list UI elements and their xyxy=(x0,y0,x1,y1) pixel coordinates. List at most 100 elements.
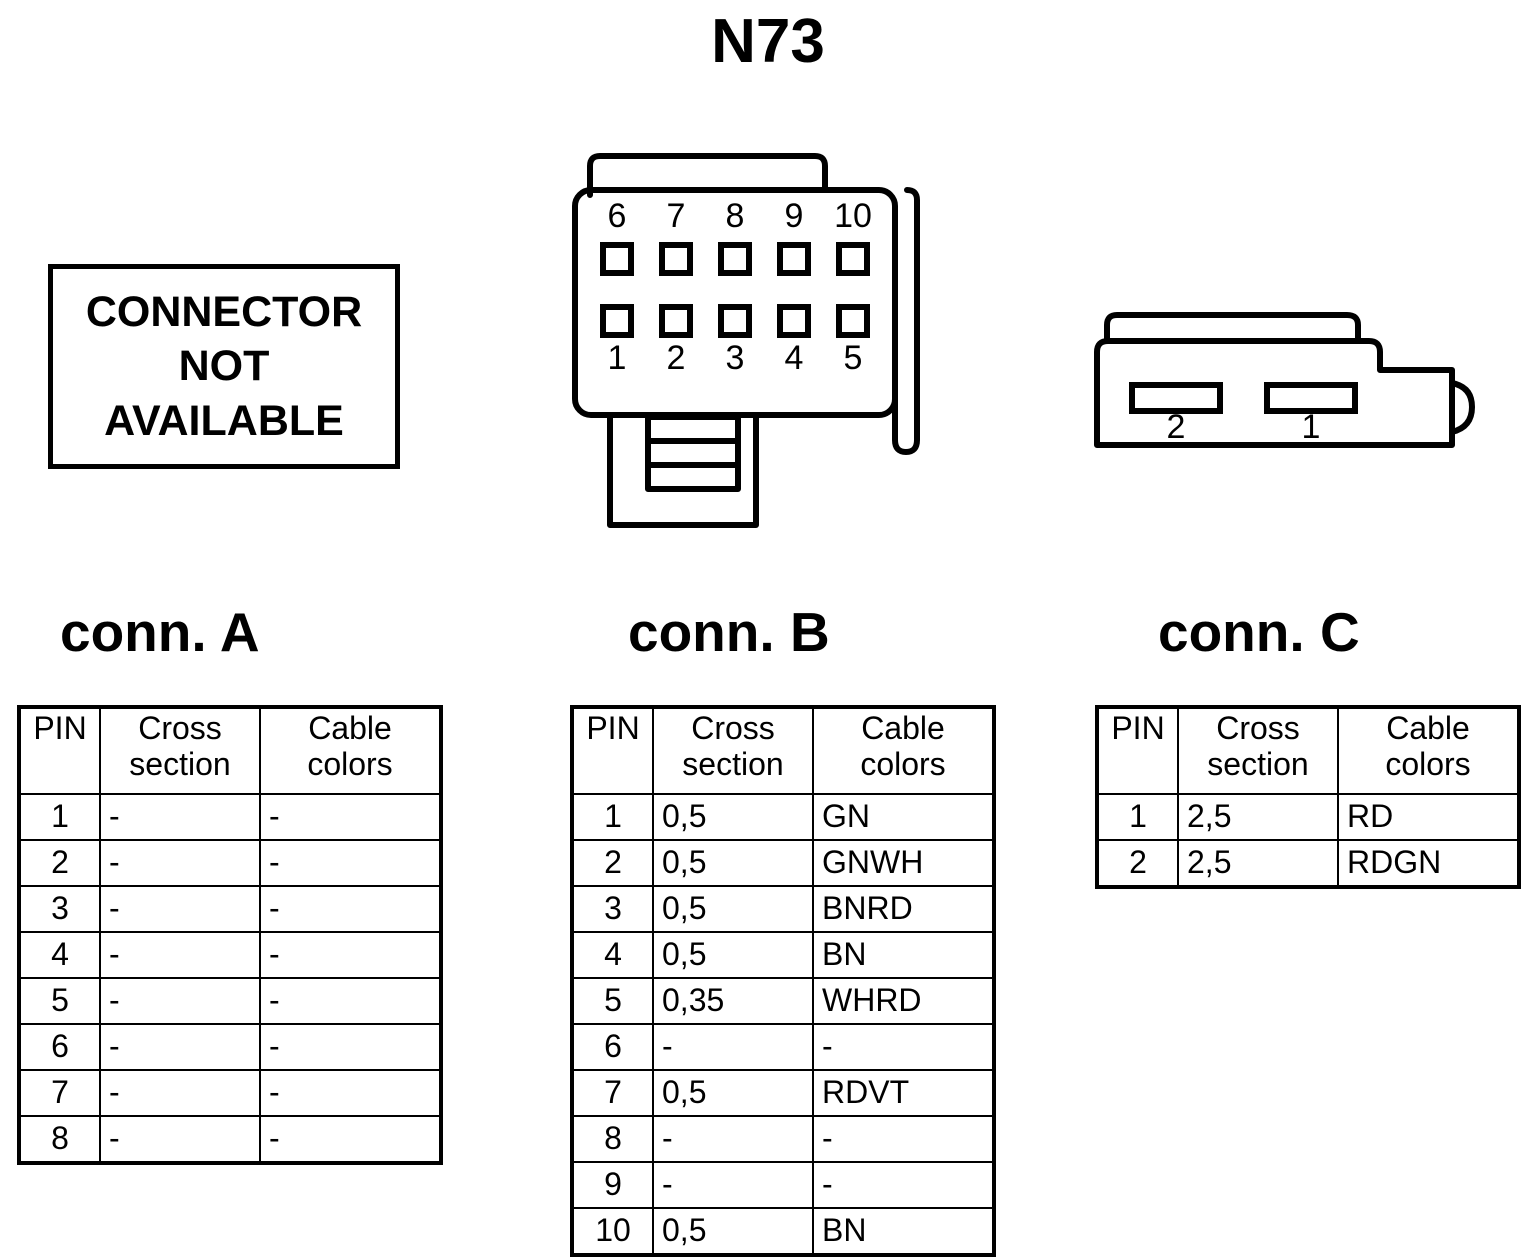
table-row: 5-- xyxy=(18,977,442,1025)
table-row: 4-- xyxy=(18,931,442,979)
column-header-cable-colors: Cable colors xyxy=(1337,706,1520,795)
cell-cross-section: 0,5 xyxy=(652,793,814,841)
cell-pin: 6 xyxy=(571,1023,654,1071)
page-title: N73 xyxy=(711,7,825,76)
cell-cable-colors: - xyxy=(259,1115,442,1164)
not-available-line-1: CONNECTOR xyxy=(85,288,363,337)
cell-cross-section: 2,5 xyxy=(1177,839,1339,888)
column-header-cross-section: Cross section xyxy=(1177,706,1339,795)
connector-b-pin-label-4: 4 xyxy=(784,339,804,377)
connector-b-pin-label-6: 6 xyxy=(607,197,627,235)
cell-cross-section: - xyxy=(652,1161,814,1209)
cell-cable-colors: - xyxy=(259,839,442,887)
connector-b-pin-label-9: 9 xyxy=(784,197,804,235)
cell-cross-section: - xyxy=(99,931,261,979)
connector-b-pin-label-8: 8 xyxy=(725,197,745,235)
cell-cross-section: 0,5 xyxy=(652,931,814,979)
cell-pin: 3 xyxy=(571,885,654,933)
not-available-line-2: NOT xyxy=(178,342,270,391)
cell-cross-section: - xyxy=(652,1023,814,1071)
connector-b-pin-label-2: 2 xyxy=(666,339,686,377)
cell-pin: 4 xyxy=(571,931,654,979)
table-row: 8-- xyxy=(571,1115,995,1163)
table-row: 2-- xyxy=(18,839,442,887)
table-header-row: PIN Cross section Cable colors xyxy=(18,706,442,795)
cell-cross-section: - xyxy=(99,1023,261,1071)
cell-cable-colors: GN xyxy=(812,793,995,841)
cell-cable-colors: - xyxy=(259,977,442,1025)
column-header-cable-colors: Cable colors xyxy=(812,706,995,795)
cell-cross-section: 0,5 xyxy=(652,839,814,887)
cell-cross-section: - xyxy=(99,977,261,1025)
cell-cable-colors: RDGN xyxy=(1337,839,1520,888)
connector-c-pin-label-2: 2 xyxy=(1166,408,1186,446)
cable-colors-line-2: colors xyxy=(860,745,946,782)
cell-pin: 2 xyxy=(1096,839,1179,888)
table-row: 6-- xyxy=(18,1023,442,1071)
cell-pin: 8 xyxy=(571,1115,654,1163)
cross-section-line-1: Cross xyxy=(1216,710,1300,746)
cell-pin: 8 xyxy=(18,1115,101,1164)
cell-cross-section: - xyxy=(99,885,261,933)
cell-pin: 7 xyxy=(571,1069,654,1117)
cell-pin: 2 xyxy=(571,839,654,887)
connector-c-pin-label-1: 1 xyxy=(1301,408,1321,446)
cell-cable-colors: - xyxy=(259,885,442,933)
column-header-pin: PIN xyxy=(18,706,101,795)
cross-section-line-2: section xyxy=(682,745,784,782)
connector-b-pin-label-7: 7 xyxy=(666,197,686,235)
cell-cable-colors: - xyxy=(812,1115,995,1163)
cell-cross-section: 0,5 xyxy=(652,1207,814,1256)
cell-cable-colors: BNRD xyxy=(812,885,995,933)
cell-cross-section: 0,35 xyxy=(652,977,814,1025)
column-header-pin: PIN xyxy=(571,706,654,795)
connector-b-pin-label-3: 3 xyxy=(725,339,745,377)
cell-cable-colors: BN xyxy=(812,931,995,979)
conn-b-heading: conn. B xyxy=(628,601,830,663)
cable-colors-line-1: Cable xyxy=(308,710,392,746)
connector-b-diagram: 6 7 8 9 10 1 2 3 4 5 xyxy=(570,140,970,530)
cell-cable-colors: - xyxy=(259,793,442,841)
cell-cable-colors: BN xyxy=(812,1207,995,1256)
conn-c-heading: conn. C xyxy=(1158,601,1360,663)
cell-pin: 1 xyxy=(571,793,654,841)
connector-b-pin-label-10: 10 xyxy=(834,197,872,235)
table-row: 3-- xyxy=(18,885,442,933)
cell-cable-colors: - xyxy=(812,1023,995,1071)
cell-cable-colors: RD xyxy=(1337,793,1520,841)
connector-not-available-box: CONNECTOR NOT AVAILABLE xyxy=(48,264,400,469)
conn-a-heading: conn. A xyxy=(60,601,260,663)
connector-c-diagram: 2 1 xyxy=(1062,295,1512,460)
table-header-row: PIN Cross section Cable colors xyxy=(571,706,995,795)
conn-a-table-body: 1--2--3--4--5--6--7--8-- xyxy=(18,793,442,1164)
cell-cable-colors: - xyxy=(259,931,442,979)
cell-cable-colors: - xyxy=(259,1069,442,1117)
cell-pin: 5 xyxy=(18,977,101,1025)
cell-cable-colors: RDVT xyxy=(812,1069,995,1117)
cell-pin: 4 xyxy=(18,931,101,979)
cell-cable-colors: - xyxy=(812,1161,995,1209)
cable-colors-line-2: colors xyxy=(307,745,393,782)
cell-cross-section: - xyxy=(99,793,261,841)
column-header-cross-section: Cross section xyxy=(652,706,814,795)
cell-pin: 6 xyxy=(18,1023,101,1071)
cable-colors-line-1: Cable xyxy=(861,710,945,746)
cell-pin: 7 xyxy=(18,1069,101,1117)
column-header-pin: PIN xyxy=(1096,706,1179,795)
cell-cross-section: - xyxy=(99,839,261,887)
table-row: 8-- xyxy=(18,1115,442,1164)
connector-c-shape-icon xyxy=(1094,312,1475,448)
cross-section-line-2: section xyxy=(129,745,231,782)
cell-cable-colors: GNWH xyxy=(812,839,995,887)
table-header-row: PIN Cross section Cable colors xyxy=(1096,706,1520,795)
cable-colors-line-1: Cable xyxy=(1386,710,1470,746)
cell-cross-section: - xyxy=(99,1069,261,1117)
table-row: 7-- xyxy=(18,1069,442,1117)
